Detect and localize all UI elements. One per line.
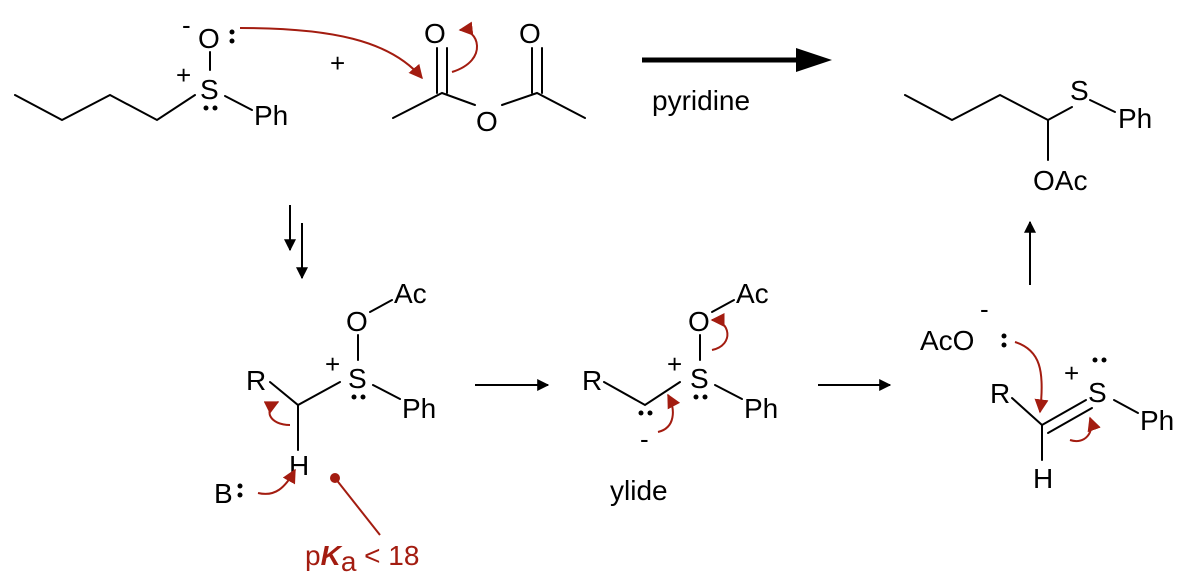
sulfoxide-o-lone-pair: [229, 29, 235, 35]
acetic-anhydride: O O O: [392, 18, 586, 137]
phenyl-3: Ph: [1140, 405, 1174, 436]
sulfonium-plus-1: +: [325, 349, 340, 379]
thionium-sulfur: S: [1088, 377, 1107, 408]
sulfonium-lone-pair: [360, 394, 366, 400]
s-ph-bond-1: [372, 384, 401, 400]
anhydride-skeleton: [392, 91, 476, 119]
carbonyl-oxygen-1: O: [424, 18, 446, 49]
o-ac-bond-2: [711, 299, 735, 313]
bridging-oxygen: O: [476, 106, 498, 137]
thionium-s-ph: [1113, 399, 1139, 414]
phenyl-1: Ph: [402, 393, 436, 424]
acyloxy-oxygen-2: O: [688, 306, 710, 337]
acetyl-1: Ac: [394, 278, 427, 309]
base-lone-pair: [237, 492, 243, 498]
sulfonium-lone-pair-2: [693, 394, 699, 400]
ch-bond-to-carbanion-arrow: [263, 401, 291, 426]
pyridine-label: pyridine: [652, 85, 750, 116]
carbonyl-pi-arrow: [451, 21, 478, 73]
sulfoxide-o-lone-pair: [229, 38, 235, 44]
reactant-plus: +: [330, 48, 345, 78]
base-lone-pair: [237, 483, 243, 489]
carbanion-minus: -: [640, 424, 649, 454]
thionium-intermediate: AcO - R H S + Ph: [920, 294, 1174, 494]
r-c-s-bonds: [269, 381, 341, 407]
ylide-label: ylide: [610, 475, 668, 506]
acyloxy-oxygen-1: O: [346, 306, 368, 337]
sulfoxide-s-lone-pair: [212, 105, 218, 111]
pka-annotation: pKa < 18: [305, 540, 419, 574]
pka-pointer-line: [334, 477, 381, 536]
acetate-attack-arrow: [1014, 341, 1049, 414]
product-molecule: S Ph OAc: [904, 75, 1152, 196]
acetate-lone-pair: [1001, 333, 1007, 339]
main-reaction-arrowhead: [796, 48, 832, 72]
r-group-2: R: [582, 365, 602, 396]
acyloxysulfonium-intermediate: R H O Ac S + Ph: [246, 278, 436, 481]
product-sulfur: S: [1070, 75, 1089, 106]
thionium-r-c: [1011, 397, 1043, 426]
sulfoxide-sulfur: S: [200, 74, 219, 105]
acetate-lone-pair: [1001, 342, 1007, 348]
ylide-r-c-s: [603, 381, 681, 407]
product-phenyl: Ph: [1118, 103, 1152, 134]
o-attacks-carbonyl-arrow: [239, 27, 423, 80]
product-chain: [904, 93, 1073, 122]
sulfonium-s-2: S: [690, 363, 709, 394]
thionium-c-s-double: [1047, 407, 1093, 434]
base-deprotonation-arrow: [257, 468, 296, 495]
s-ph-bond-2: [714, 384, 743, 400]
o-ac-bond-1: [369, 299, 393, 313]
ylide-intermediate: R - O Ac S + Ph: [582, 278, 778, 454]
sulfoxide-o-minus: -: [182, 10, 191, 40]
sulfoxide-s-plus: +: [176, 60, 191, 90]
carbonyl-oxygen-2: O: [519, 18, 541, 49]
butyl-chain: [14, 93, 196, 122]
r-group-3: R: [990, 378, 1010, 409]
anhydride-skeleton: [501, 91, 586, 119]
pi-to-sulfur-arrow: [1069, 416, 1101, 443]
sulfonium-lone-pair: [351, 394, 357, 400]
pka-pointer-dot: [330, 473, 340, 483]
sulfoxide-molecule: O - S + Ph: [14, 10, 288, 131]
product-s-ph-bond: [1089, 99, 1116, 113]
sulfonium-plus-2: +: [667, 349, 682, 379]
thionium-c-s-double: [1041, 399, 1087, 426]
product-oacetyl: OAc: [1033, 165, 1087, 196]
carbanion-to-cs-arrow: [657, 393, 681, 433]
phenyl-2: Ph: [744, 393, 778, 424]
sulfonium-lone-pair-2: [702, 394, 708, 400]
sulfoxide-oxygen: O: [198, 23, 220, 54]
s-ph-bond: [224, 95, 253, 111]
thionium-lone-pair: [1092, 357, 1098, 363]
carbanion-lone-pair: [647, 410, 653, 416]
thionium-plus: +: [1064, 358, 1079, 388]
sulfonium-s-1: S: [348, 363, 367, 394]
thionium-hydrogen: H: [1033, 463, 1053, 494]
acetate-minus: -: [980, 294, 989, 324]
carbanion-lone-pair: [638, 410, 644, 416]
base-b: B: [214, 478, 233, 509]
acetate-label: AcO: [920, 325, 974, 356]
thionium-lone-pair: [1101, 357, 1107, 363]
r-group-1: R: [246, 365, 266, 396]
acetyl-2: Ac: [736, 278, 769, 309]
sulfoxide-s-lone-pair: [203, 105, 209, 111]
so-cleavage-arrow: [710, 313, 729, 351]
sulfoxide-phenyl: Ph: [254, 100, 288, 131]
